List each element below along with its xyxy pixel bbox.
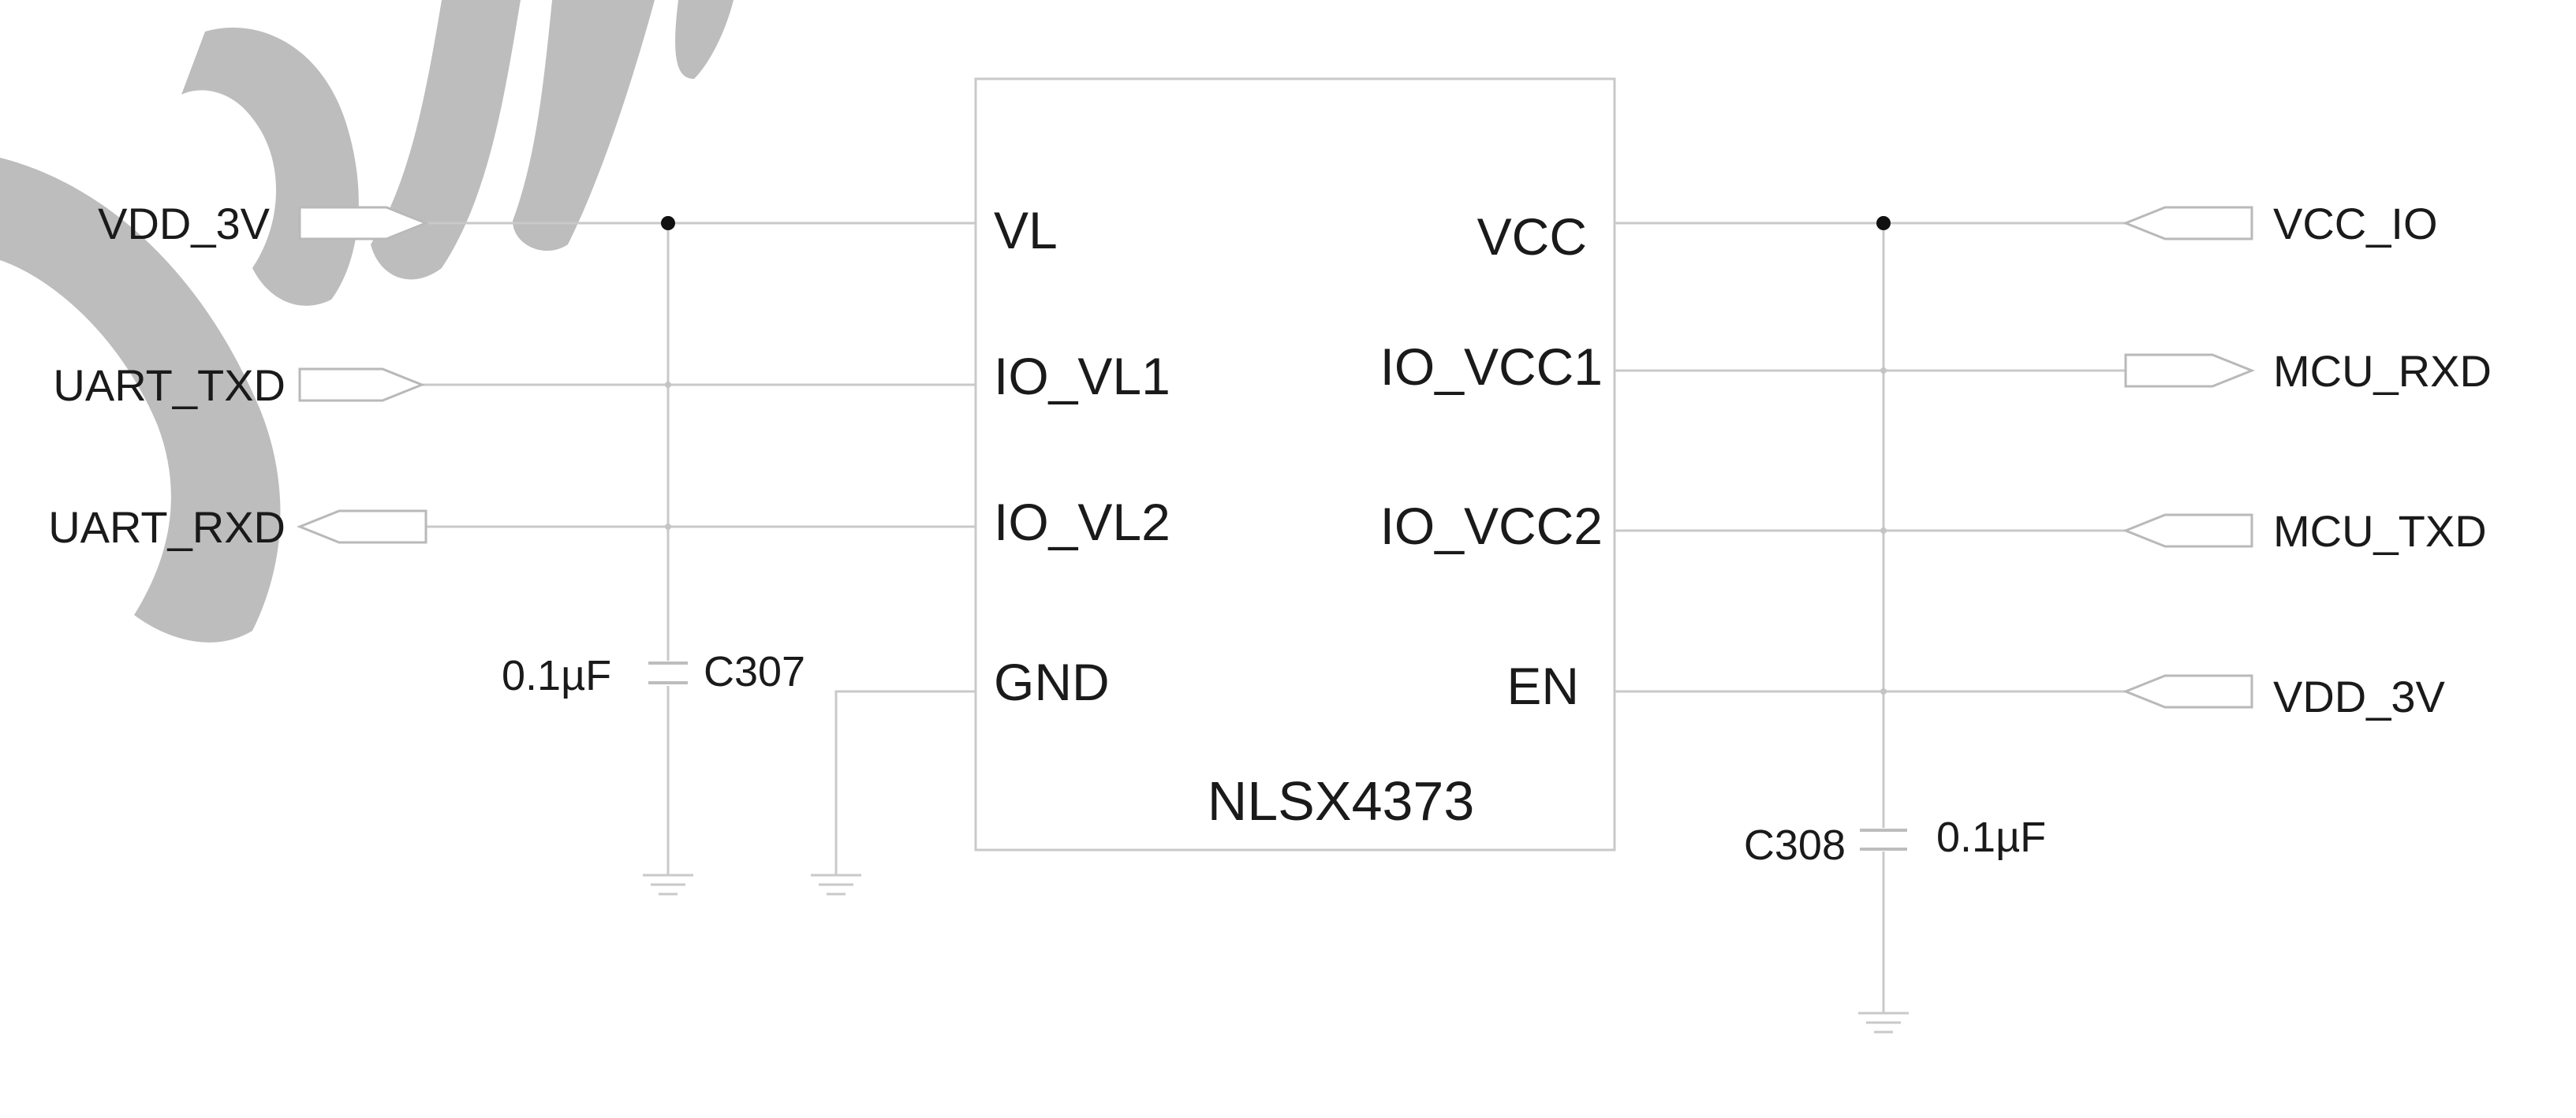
net-label-mcu-rxd: MCU_RXD — [2273, 346, 2492, 396]
c308-value: 0.1µF — [1936, 814, 2046, 861]
right-net-ports: VCC_IO MCU_RXD MCU_TXD VDD_3V — [2122, 199, 2492, 721]
left-net-ports: VDD_3V UART_TXD UART_RXD — [48, 199, 430, 552]
port-mcu-rxd — [2124, 353, 2256, 388]
net-label-uart-txd: UART_TXD — [53, 360, 286, 410]
net-label-vdd-3v-left: VDD_3V — [98, 199, 271, 248]
pin-label-io-vl2: IO_VL2 — [994, 493, 1170, 551]
c307-ref: C307 — [704, 648, 805, 695]
net-label-mcu-txd: MCU_TXD — [2273, 506, 2487, 556]
port-vdd-3v-right — [2122, 674, 2253, 709]
junction-dot-vl — [661, 216, 675, 230]
pin-label-io-vcc1: IO_VCC1 — [1380, 337, 1603, 396]
port-mcu-txd — [2122, 513, 2253, 548]
watermark-stroke-5 — [675, 0, 734, 79]
wire-crossing-io-vl1 — [665, 382, 671, 388]
watermark-stroke-1 — [0, 158, 281, 643]
ground-symbol-gnd-pin — [811, 874, 861, 896]
port-vcc-io — [2122, 206, 2253, 240]
watermark-stroke-2 — [181, 28, 359, 306]
wire-crossing-io-vcc1 — [1880, 367, 1887, 374]
watermark-stroke-3 — [371, 0, 521, 280]
capacitor-c308: C308 0.1µF — [1744, 814, 2046, 869]
capacitor-c307: 0.1µF C307 — [502, 648, 805, 699]
c308-ref: C308 — [1744, 822, 1846, 869]
pin-label-io-vl1: IO_VL1 — [994, 347, 1170, 405]
chip-body — [974, 77, 1616, 852]
port-uart-rxd — [296, 509, 427, 544]
junction-dot-vcc — [1876, 216, 1891, 230]
pin-label-gnd: GND — [994, 653, 1110, 711]
net-label-uart-rxd: UART_RXD — [48, 502, 286, 552]
right-wiring — [1615, 222, 2126, 1013]
watermark-stroke-4 — [513, 0, 655, 252]
ground-symbol-c308 — [1858, 1012, 1909, 1034]
pin-label-vl: VL — [994, 201, 1058, 259]
ground-symbol-c307 — [643, 874, 693, 896]
chip-part-number: NLSX4373 — [1208, 770, 1475, 832]
pin-label-en: EN — [1506, 657, 1579, 715]
wire-crossing-io-vcc2 — [1880, 527, 1887, 534]
wire-crossing-en — [1880, 688, 1887, 695]
port-vdd-3v-left — [298, 206, 430, 240]
level-shifter-chip: VL IO_VL1 IO_VL2 GND VCC IO_VCC1 IO_VCC2… — [974, 77, 1616, 852]
left-wiring — [422, 222, 976, 875]
pin-label-io-vcc2: IO_VCC2 — [1380, 497, 1603, 555]
pin-label-vcc: VCC — [1477, 207, 1587, 266]
net-label-vcc-io: VCC_IO — [2273, 199, 2438, 248]
wire-gnd-pin — [834, 690, 976, 875]
net-label-vdd-3v-right: VDD_3V — [2273, 672, 2446, 721]
c307-value: 0.1µF — [502, 652, 611, 699]
wire-crossing-io-vl2 — [665, 524, 671, 530]
port-uart-txd — [298, 367, 426, 402]
